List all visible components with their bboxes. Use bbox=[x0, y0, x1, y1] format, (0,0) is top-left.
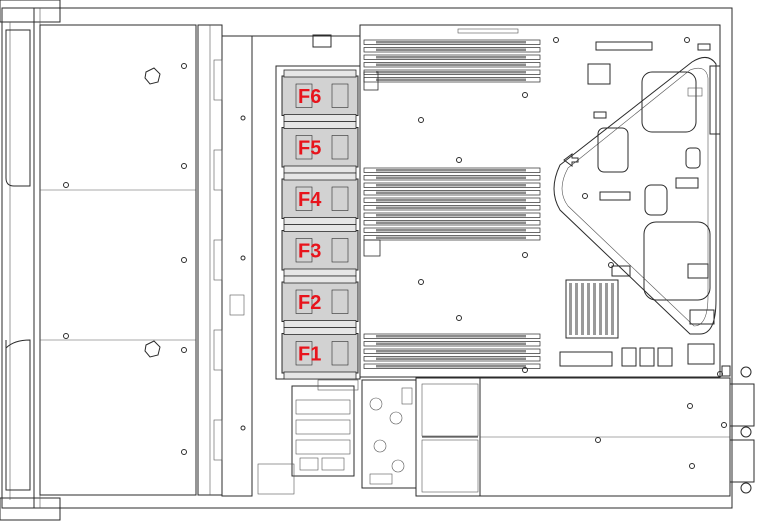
fan-f3-label: F3 bbox=[298, 240, 321, 262]
dimm-slot-fill bbox=[376, 221, 526, 224]
fan-f1 bbox=[281, 327, 359, 380]
fan-f3 bbox=[281, 224, 359, 277]
dimm-slot-fill bbox=[376, 206, 526, 209]
dimm-slot-fill bbox=[376, 350, 526, 353]
heatsink-fin bbox=[587, 283, 590, 335]
dimm-slot-fill bbox=[376, 169, 526, 172]
heatsink-fin bbox=[575, 283, 578, 335]
dimm-slot-fill bbox=[376, 229, 526, 232]
rear-io-ports bbox=[559, 263, 731, 377]
mounting-holes bbox=[418, 37, 723, 377]
top-connectors bbox=[457, 28, 721, 135]
fan-f4-label: F4 bbox=[298, 189, 322, 211]
dimm-slot-fill bbox=[376, 335, 526, 338]
chipset-heatsink bbox=[565, 279, 619, 339]
dimm-slot-fill bbox=[376, 48, 526, 51]
fan-f1-label: F1 bbox=[298, 343, 321, 365]
heatsink-fin bbox=[581, 283, 584, 335]
dimm-slot-fill bbox=[376, 41, 526, 44]
backplane bbox=[197, 24, 253, 497]
heatsink-fin bbox=[593, 283, 596, 335]
fan-group bbox=[281, 69, 359, 380]
dimm-slot-fill bbox=[376, 78, 526, 81]
power-connector bbox=[363, 71, 379, 91]
heatsink-fin bbox=[611, 283, 614, 335]
dimm-slot-fill bbox=[376, 236, 526, 239]
dimm-slot-fill bbox=[376, 184, 526, 187]
fan-f2 bbox=[281, 275, 359, 328]
heatsink-fin bbox=[569, 283, 572, 335]
dimm-slot-fill bbox=[376, 176, 526, 179]
fan-f6 bbox=[281, 69, 359, 122]
front-drive-bays bbox=[5, 24, 197, 496]
fan-f6-label: F6 bbox=[298, 86, 321, 108]
dimm-slot-fill bbox=[376, 199, 526, 202]
motherboard bbox=[359, 24, 721, 378]
dimm-slot-fill bbox=[376, 56, 526, 59]
heatsink-fin bbox=[605, 283, 608, 335]
dimm-slot-fill bbox=[376, 357, 526, 360]
dimm-slot-fill bbox=[376, 342, 526, 345]
dimm-slot-fill bbox=[376, 191, 526, 194]
fan-f5 bbox=[281, 121, 359, 174]
fan-f5-label: F5 bbox=[298, 137, 321, 159]
heatsink-fin bbox=[599, 283, 602, 335]
dimm-slot-fill bbox=[376, 365, 526, 368]
power-distribution-board bbox=[257, 379, 417, 495]
dimm-slot-fill bbox=[376, 63, 526, 66]
riser-bracket bbox=[553, 57, 717, 335]
dimm-slots bbox=[363, 39, 541, 369]
dimm-slot-fill bbox=[376, 214, 526, 217]
fan-f2-label: F2 bbox=[298, 292, 321, 314]
power-connector bbox=[363, 239, 381, 257]
dimm-slot-fill bbox=[376, 71, 526, 74]
power-supply-units bbox=[415, 366, 755, 497]
